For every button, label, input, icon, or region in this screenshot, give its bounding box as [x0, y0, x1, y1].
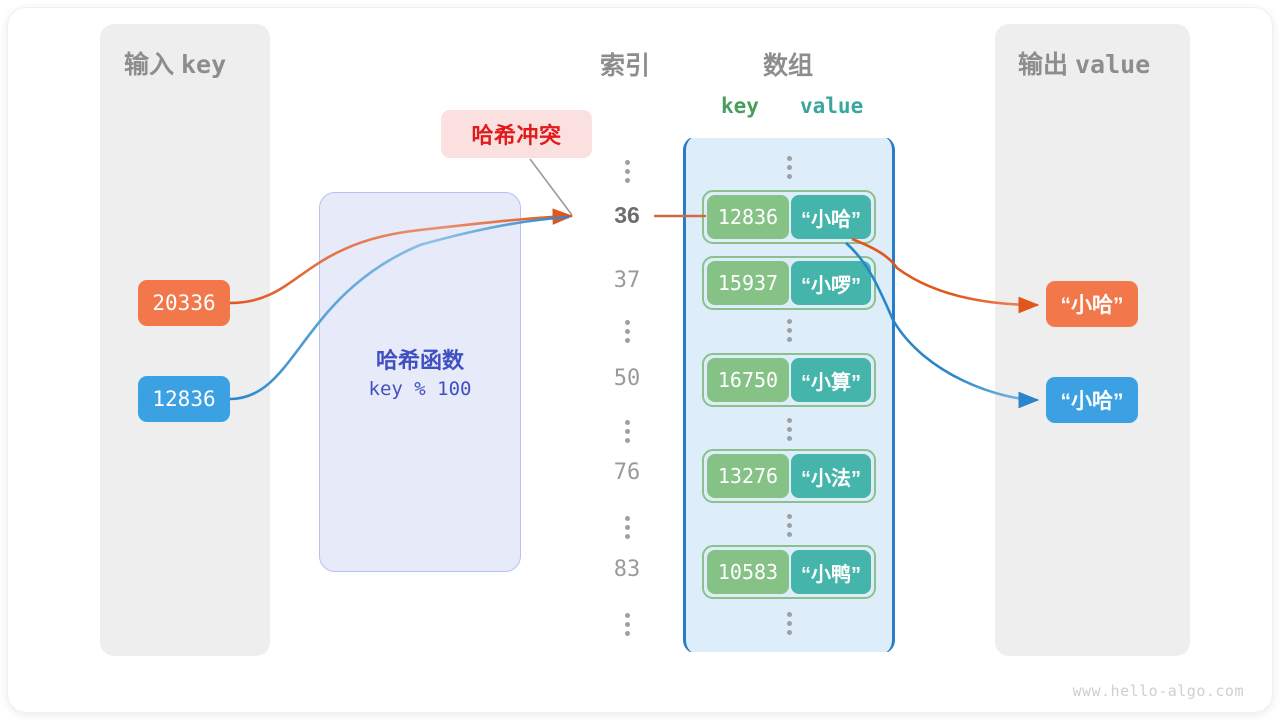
output-panel-title: 输出 value: [1018, 45, 1150, 81]
output-value-1: “小哈”: [1046, 281, 1138, 327]
array-rows: 12836“小哈”15937“小啰”16750“小算”13276“小法”1058…: [683, 136, 895, 654]
input-key-12836: 12836: [138, 376, 230, 422]
index-ellipsis: [592, 510, 662, 545]
input-panel-title-mono: key: [180, 50, 227, 79]
input-panel-title: 输入 key: [124, 45, 226, 81]
array-column-header: 数组: [762, 52, 813, 80]
array-entry: 15937“小啰”: [702, 256, 876, 310]
hash-function-formula: key % 100: [368, 378, 472, 400]
index-ellipsis: [592, 154, 662, 189]
index-column: 36 37 50 76 83: [592, 140, 662, 660]
index-value-37: 37: [613, 268, 641, 293]
input-panel-title-cn: 输入: [124, 51, 175, 79]
index-ellipsis: [592, 414, 662, 449]
collision-badge: 哈希冲突: [441, 110, 592, 158]
output-value-2: “小哈”: [1046, 377, 1138, 423]
output-panel: [995, 24, 1190, 656]
index-value-50: 50: [613, 366, 641, 391]
array-ellipsis: [683, 612, 895, 640]
array-ellipsis: [683, 156, 895, 184]
entry-value: “小算”: [790, 358, 871, 402]
output-panel-title-cn: 输出: [1018, 51, 1069, 79]
index-ellipsis: [592, 314, 662, 349]
array-entry: 13276“小法”: [702, 449, 876, 503]
input-panel: [100, 24, 270, 656]
array-entry: 12836“小哈”: [702, 190, 876, 244]
value-column-label: value: [800, 94, 864, 118]
index-ellipsis: [592, 607, 662, 642]
output-panel-title-mono: value: [1074, 50, 1151, 79]
entry-key: 15937: [707, 261, 789, 305]
entry-value: “小哈”: [790, 195, 871, 239]
entry-value: “小啰”: [790, 261, 871, 305]
entry-value: “小鸭”: [790, 550, 871, 594]
array-ellipsis: [683, 418, 895, 446]
array-ellipsis: [683, 514, 895, 542]
input-key-20336: 20336: [138, 280, 230, 326]
entry-key: 10583: [707, 550, 789, 594]
watermark: www.hello-algo.com: [1072, 682, 1244, 700]
key-column-label: key: [721, 94, 759, 118]
array-entry: 16750“小算”: [702, 353, 876, 407]
index-value-83: 83: [613, 557, 641, 582]
index-value-76: 76: [613, 460, 641, 485]
entry-key: 12836: [707, 195, 789, 239]
entry-key: 16750: [707, 358, 789, 402]
index-column-header: 索引: [599, 52, 650, 80]
index-value-36: 36: [614, 202, 640, 228]
hash-function-title: 哈希函数: [375, 348, 464, 373]
entry-value: “小法”: [790, 454, 871, 498]
entry-key: 13276: [707, 454, 789, 498]
array-ellipsis: [683, 319, 895, 347]
array-entry: 10583“小鸭”: [702, 545, 876, 599]
